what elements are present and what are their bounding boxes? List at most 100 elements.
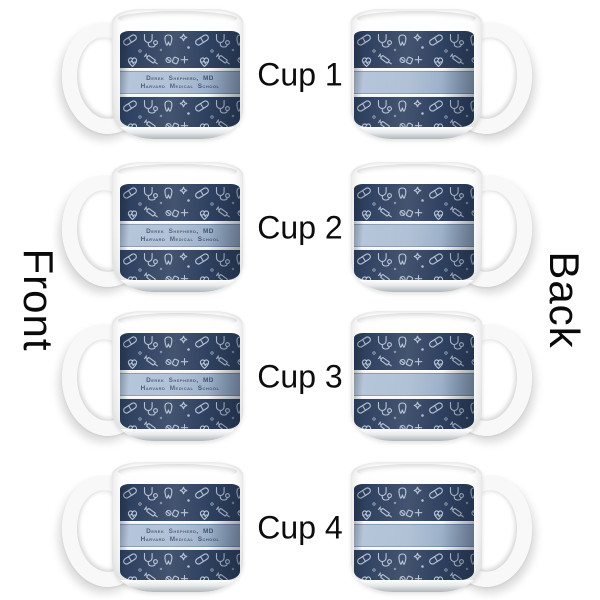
cup-body: Derek Shepherd, MD Harvard Medical Schoo… <box>112 462 243 592</box>
medical-pattern-top <box>354 184 474 221</box>
medical-pattern-top <box>354 31 474 68</box>
name-band: Derek Shepherd, MD Harvard Medical Schoo… <box>120 71 240 94</box>
cup-body <box>351 162 482 292</box>
band-separator <box>120 370 240 373</box>
band-name-line: Derek Shepherd, MD <box>146 75 214 83</box>
cup-row-2: Derek Shepherd, MD Harvard Medical Schoo… <box>0 162 600 294</box>
medical-pattern-top <box>120 31 240 68</box>
cup-rim <box>357 11 476 26</box>
medical-pattern-bottom <box>354 550 474 580</box>
band-text: Derek Shepherd, MD Harvard Medical Schoo… <box>141 528 220 543</box>
medical-pattern-top <box>120 484 240 521</box>
medical-pattern-bottom <box>120 97 240 127</box>
cup-3-back-view <box>351 311 537 441</box>
plain-band <box>354 373 474 396</box>
cup-rim <box>357 164 476 179</box>
cup-rim <box>118 164 237 179</box>
band-separator <box>354 370 474 373</box>
band-separator <box>120 521 240 524</box>
cup-print-wrap <box>354 184 474 280</box>
cup-4-back-view <box>351 462 537 592</box>
band-separator <box>120 94 240 97</box>
cup-1-front-view: Derek Shepherd, MD Harvard Medical Schoo… <box>57 9 243 139</box>
cup-print-wrap <box>354 31 474 127</box>
cup-body: Derek Shepherd, MD Harvard Medical Schoo… <box>112 162 243 292</box>
cup-print-wrap: Derek Shepherd, MD Harvard Medical Schoo… <box>120 184 240 280</box>
medical-pattern-bottom <box>354 97 474 127</box>
cup-rim <box>118 464 237 479</box>
cup-rim <box>357 313 476 328</box>
name-band: Derek Shepherd, MD Harvard Medical Schoo… <box>120 524 240 547</box>
cup-base <box>118 280 237 292</box>
cup-print-wrap: Derek Shepherd, MD Harvard Medical Schoo… <box>120 31 240 127</box>
medical-pattern-bottom <box>120 250 240 280</box>
band-separator <box>354 547 474 550</box>
medical-pattern-bottom <box>120 399 240 429</box>
cup-row-1: Derek Shepherd, MD Harvard Medical Schoo… <box>0 9 600 141</box>
band-school-line: Harvard Medical School <box>140 384 220 392</box>
cup-base <box>357 580 476 592</box>
band-text: Derek Shepherd, MD Harvard Medical Schoo… <box>141 377 220 392</box>
cup-print-wrap: Derek Shepherd, MD Harvard Medical Schoo… <box>120 333 240 429</box>
cup-base <box>357 127 476 139</box>
band-separator <box>354 221 474 224</box>
medical-pattern-top <box>120 333 240 370</box>
name-band: Derek Shepherd, MD Harvard Medical Schoo… <box>120 224 240 247</box>
band-separator <box>354 521 474 524</box>
band-separator <box>120 547 240 550</box>
cup-rim <box>118 313 237 328</box>
cup-base <box>118 127 237 139</box>
band-separator <box>120 247 240 250</box>
plain-band <box>354 524 474 547</box>
medical-pattern-bottom <box>354 250 474 280</box>
cup-4-front-view: Derek Shepherd, MD Harvard Medical Schoo… <box>57 462 243 592</box>
medical-pattern-bottom <box>354 399 474 429</box>
plain-band <box>354 71 474 94</box>
cup-print-wrap <box>354 333 474 429</box>
back-side-label: Back <box>541 251 588 349</box>
front-side-label: Front <box>15 248 62 352</box>
cup-4-label: Cup 4 <box>257 509 343 546</box>
band-separator <box>354 94 474 97</box>
cup-body <box>351 311 482 441</box>
band-separator <box>354 68 474 71</box>
cup-body <box>351 9 482 139</box>
cup-2-label: Cup 2 <box>257 209 343 246</box>
cup-row-4: Derek Shepherd, MD Harvard Medical Schoo… <box>0 462 600 594</box>
medical-pattern-top <box>120 184 240 221</box>
cup-body <box>351 462 482 592</box>
cup-print-wrap: Derek Shepherd, MD Harvard Medical Schoo… <box>120 484 240 580</box>
band-separator <box>354 396 474 399</box>
band-separator <box>120 396 240 399</box>
cup-base <box>118 429 237 441</box>
band-name-line: Derek Shepherd, MD <box>146 377 214 385</box>
medical-pattern-bottom <box>120 550 240 580</box>
name-band: Derek Shepherd, MD Harvard Medical Schoo… <box>120 373 240 396</box>
plain-band <box>354 224 474 247</box>
cup-1-back-view <box>351 9 537 139</box>
band-name-line: Derek Shepherd, MD <box>146 228 214 236</box>
band-text: Derek Shepherd, MD Harvard Medical Schoo… <box>141 228 220 243</box>
band-separator <box>354 247 474 250</box>
medical-pattern-top <box>354 333 474 370</box>
band-separator <box>120 68 240 71</box>
band-school-line: Harvard Medical School <box>140 82 220 90</box>
cup-base <box>118 580 237 592</box>
cup-base <box>357 429 476 441</box>
cup-rim <box>357 464 476 479</box>
cup-3-front-view: Derek Shepherd, MD Harvard Medical Schoo… <box>57 311 243 441</box>
cup-rim <box>118 11 237 26</box>
cup-body: Derek Shepherd, MD Harvard Medical Schoo… <box>112 311 243 441</box>
band-separator <box>120 221 240 224</box>
cup-2-front-view: Derek Shepherd, MD Harvard Medical Schoo… <box>57 162 243 292</box>
band-name-line: Derek Shepherd, MD <box>146 528 214 536</box>
cup-body: Derek Shepherd, MD Harvard Medical Schoo… <box>112 9 243 139</box>
cup-row-3: Derek Shepherd, MD Harvard Medical Schoo… <box>0 311 600 443</box>
cup-2-back-view <box>351 162 537 292</box>
band-text: Derek Shepherd, MD Harvard Medical Schoo… <box>141 75 220 90</box>
band-school-line: Harvard Medical School <box>140 235 220 243</box>
cup-3-label: Cup 3 <box>257 358 343 395</box>
cup-1-label: Cup 1 <box>257 56 343 93</box>
medical-pattern-top <box>354 484 474 521</box>
